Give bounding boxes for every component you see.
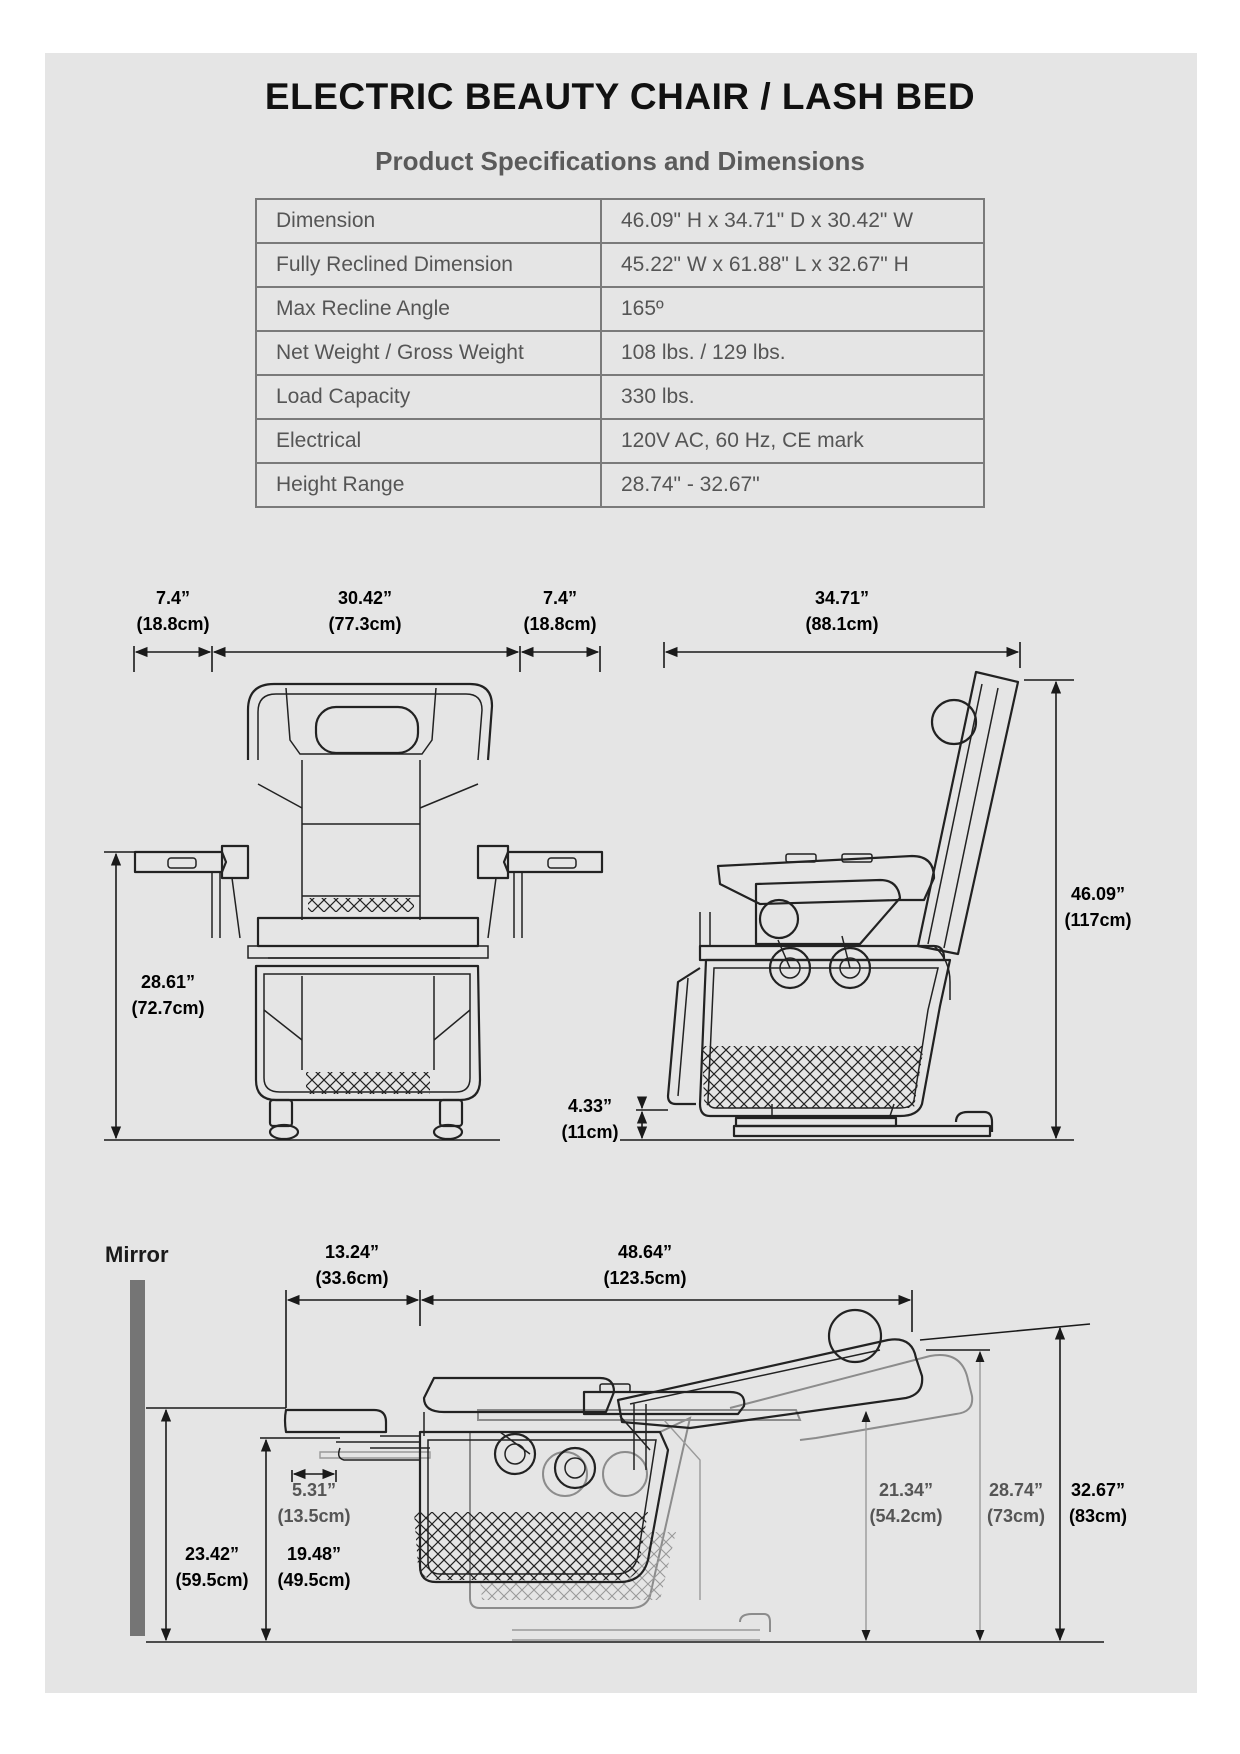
spec-value: 108 lbs. / 129 lbs. xyxy=(600,330,985,376)
side-height-in: 46.09” xyxy=(1071,884,1125,904)
front-view-drawing xyxy=(133,682,604,1141)
reclined-seat-low-cm: (54.2cm) xyxy=(869,1506,942,1526)
side-view-drawing xyxy=(666,670,1020,1138)
front-right-side-in: 7.4” xyxy=(543,588,577,608)
reclined-footrest-gap-in: 13.24” xyxy=(325,1242,379,1262)
mirror-bar xyxy=(130,1280,145,1636)
reclined-length-in: 48.64” xyxy=(618,1242,672,1262)
side-depth-cm: (88.1cm) xyxy=(805,614,878,634)
mirror-label: Mirror xyxy=(105,1242,169,1267)
spec-label: Dimension xyxy=(255,198,602,244)
reclined-foot-clearance-cm: (13.5cm) xyxy=(277,1506,350,1526)
spec-value: 45.22" W x 61.88" L x 32.67" H xyxy=(600,242,985,288)
spec-label: Electrical xyxy=(255,418,602,464)
reclined-foot-high-in: 23.42” xyxy=(185,1544,239,1564)
reclined-min-height-in: 28.74” xyxy=(989,1480,1043,1500)
front-width-cm: (77.3cm) xyxy=(328,614,401,634)
reclined-view-drawing: Mirror xyxy=(105,1242,974,1641)
reclined-foot-high-cm: (59.5cm) xyxy=(175,1570,248,1590)
spec-value: 165º xyxy=(600,286,985,332)
reclined-foot-low-cm: (49.5cm) xyxy=(277,1570,350,1590)
front-left-side-in: 7.4” xyxy=(156,588,190,608)
side-height-cm: (117cm) xyxy=(1064,910,1131,930)
front-left-side-cm: (18.8cm) xyxy=(136,614,209,634)
spec-value: 46.09" H x 34.71" D x 30.42" W xyxy=(600,198,985,244)
spec-value: 120V AC, 60 Hz, CE mark xyxy=(600,418,985,464)
front-right-side-cm: (18.8cm) xyxy=(523,614,596,634)
spec-label: Load Capacity xyxy=(255,374,602,420)
front-arm-height-cm: (72.7cm) xyxy=(131,998,204,1018)
side-depth-in: 34.71” xyxy=(815,588,869,608)
spec-value: 330 lbs. xyxy=(600,374,985,420)
spec-label: Net Weight / Gross Weight xyxy=(255,330,602,376)
side-base-height-in: 4.33” xyxy=(568,1096,612,1116)
side-base-height-cm: (11cm) xyxy=(561,1122,618,1142)
reclined-length-cm: (123.5cm) xyxy=(603,1268,686,1288)
front-arm-height-in: 28.61” xyxy=(141,972,195,992)
spec-label: Fully Reclined Dimension xyxy=(255,242,602,288)
side-view-dimensions: 34.71” (88.1cm) 46.09” (117cm) 4.33” (11… xyxy=(561,588,1131,1142)
page-title: ELECTRIC BEAUTY CHAIR / LASH BED xyxy=(264,76,976,117)
spec-label: Height Range xyxy=(255,462,602,508)
front-width-in: 30.42” xyxy=(338,588,392,608)
front-view-dimensions: 7.4” (18.8cm) 30.42” (77.3cm) 7.4” (18.8… xyxy=(104,588,601,1141)
reclined-foot-clearance-in: 5.31” xyxy=(292,1480,336,1500)
page-subtitle: Product Specifications and Dimensions xyxy=(375,146,865,176)
spec-label: Max Recline Angle xyxy=(255,286,602,332)
reclined-min-height-cm: (73cm) xyxy=(987,1506,1045,1526)
reclined-seat-low-in: 21.34” xyxy=(879,1480,933,1500)
spec-value: 28.74" - 32.67" xyxy=(600,462,985,508)
reclined-view-dimensions: 13.24” (33.6cm) 48.64” (123.5cm) 5.31” (… xyxy=(146,1242,1127,1643)
reclined-foot-low-in: 19.48” xyxy=(287,1544,341,1564)
reclined-max-height-cm: (83cm) xyxy=(1069,1506,1127,1526)
reclined-footrest-gap-cm: (33.6cm) xyxy=(315,1268,388,1288)
reclined-max-height-in: 32.67” xyxy=(1071,1480,1125,1500)
